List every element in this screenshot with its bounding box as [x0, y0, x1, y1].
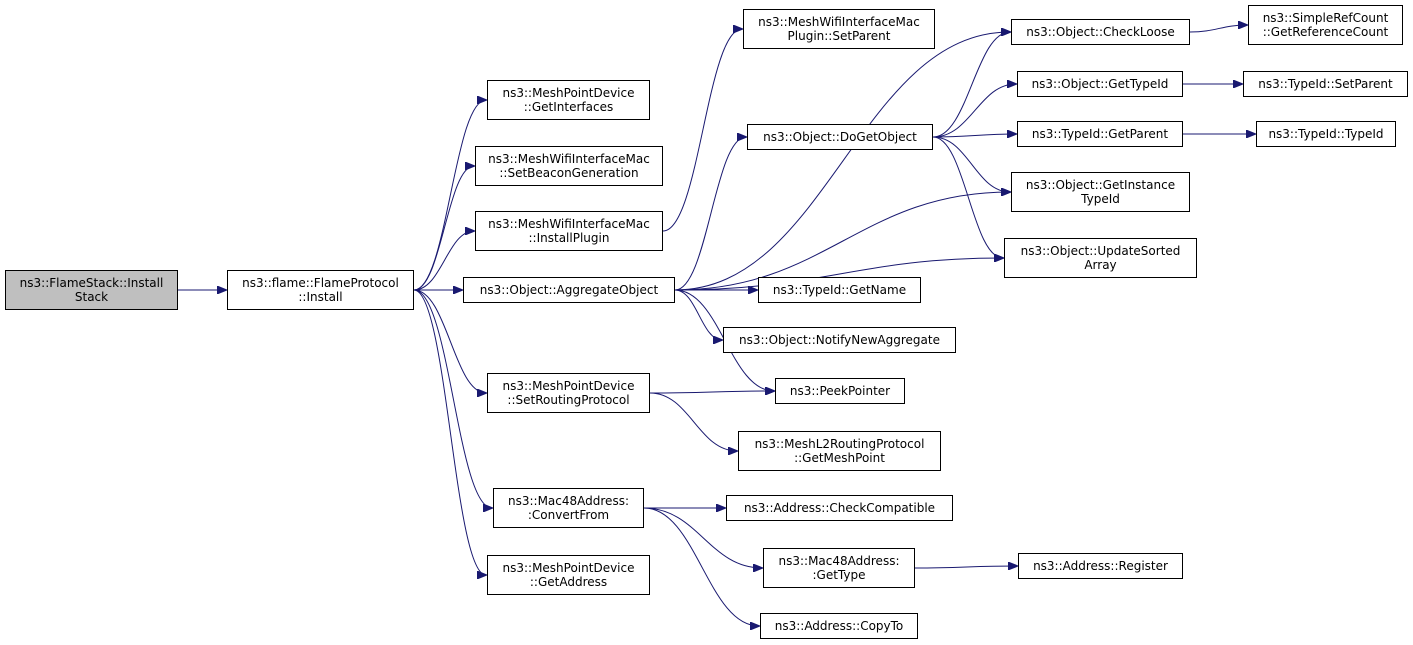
node-label-line: ns3::PeekPointer	[789, 384, 891, 398]
node-label-line: ::InstallPlugin	[528, 231, 610, 245]
edge-installplugin-to-pluginsetparent	[662, 29, 742, 232]
node-label-line: ns3::Mac48Address:	[508, 494, 629, 508]
node-label-line: :ConvertFrom	[527, 508, 610, 522]
edge-setrouting-to-getmeshpoint	[649, 392, 737, 451]
node-label-line: ns3::MeshPointDevice	[502, 379, 635, 393]
node-getifaces[interactable]: ns3::MeshPointDevice::GetInterfaces	[487, 80, 650, 120]
edge-dogetobject-to-getparent	[932, 134, 1016, 137]
node-label-line: ns3::MeshPointDevice	[502, 561, 635, 575]
node-getrefcount[interactable]: ns3::SimpleRefCount::GetReferenceCount	[1248, 5, 1403, 45]
edge-convertfrom-to-gettype	[643, 507, 762, 568]
node-label-line: ns3::Object::GetTypeId	[1031, 77, 1169, 91]
node-checkcompat[interactable]: ns3::Address::CheckCompatible	[726, 495, 953, 521]
node-label-line: Plugin::SetParent	[787, 29, 891, 43]
node-typeidsetparent[interactable]: ns3::TypeId::SetParent	[1243, 71, 1408, 97]
node-label-line: ns3::TypeId::SetParent	[1258, 77, 1393, 91]
node-label-line: TypeId	[1081, 192, 1120, 206]
node-label-line: ns3::Mac48Address:	[778, 554, 900, 568]
node-label-line: ::GetReferenceCount	[1262, 25, 1389, 39]
node-label-line: ::GetAddress	[529, 575, 608, 589]
node-checkloose[interactable]: ns3::Object::CheckLoose	[1011, 19, 1190, 45]
node-getmeshpoint[interactable]: ns3::MeshL2RoutingProtocol::GetMeshPoint	[738, 431, 941, 471]
node-label-line: Array	[1084, 258, 1117, 272]
node-label-line: ::SetBeaconGeneration	[499, 166, 639, 180]
node-label-line: ::Install	[298, 290, 343, 304]
edge-checkloose-to-getrefcount	[1189, 25, 1247, 33]
edge-dogetobject-to-checkloose	[932, 32, 1010, 138]
node-getaddress[interactable]: ns3::MeshPointDevice::GetAddress	[487, 555, 650, 595]
node-typeid[interactable]: ns3::TypeId::TypeId	[1256, 121, 1396, 147]
node-label-line: ns3::Address::CheckCompatible	[743, 501, 936, 515]
node-label-line: ns3::Object::GetInstance	[1025, 178, 1176, 192]
node-label-line: ns3::Object::DoGetObject	[763, 130, 917, 144]
edge-convertfrom-to-copyto	[643, 507, 759, 626]
node-getparent[interactable]: ns3::TypeId::GetParent	[1017, 121, 1183, 147]
node-copyto[interactable]: ns3::Address::CopyTo	[760, 613, 918, 639]
node-label-line: ns3::MeshPointDevice	[502, 86, 635, 100]
node-setbeacon[interactable]: ns3::MeshWifiInterfaceMac::SetBeaconGene…	[475, 146, 663, 186]
node-install[interactable]: ns3::flame::FlameProtocol::Install	[227, 270, 414, 310]
edge-install-to-getaddress	[413, 289, 486, 575]
node-label-line: ns3::Object::CheckLoose	[1026, 25, 1175, 39]
edge-aggregate-to-updatesorted	[674, 258, 1003, 291]
node-peekpointer[interactable]: ns3::PeekPointer	[775, 378, 905, 404]
edge-install-to-convertfrom	[413, 289, 492, 508]
node-gettypeid[interactable]: ns3::Object::GetTypeId	[1017, 71, 1183, 97]
node-dogetobject[interactable]: ns3::Object::DoGetObject	[747, 124, 933, 150]
node-label-line: ::SetRoutingProtocol	[507, 393, 630, 407]
node-label-line: ns3::Object::AggregateObject	[479, 283, 659, 297]
edge-dogetobject-to-gettypeid	[932, 84, 1016, 138]
node-label-line: ns3::TypeId::GetName	[772, 283, 907, 297]
node-label-line: ::GetMeshPoint	[794, 451, 885, 465]
node-label-line: ns3::MeshWifiInterfaceMac	[758, 15, 920, 29]
node-label-line: ns3::FlameStack::Install	[19, 276, 164, 290]
node-label-line: ns3::TypeId::TypeId	[1268, 127, 1384, 141]
edge-install-to-installplugin	[413, 231, 474, 291]
edge-gettype-to-register	[914, 566, 1017, 568]
node-gettype[interactable]: ns3::Mac48Address::GetType	[763, 548, 915, 588]
edge-dogetobject-to-getinstancetypeid	[932, 136, 1010, 192]
node-label-line: ns3::SimpleRefCount	[1262, 11, 1389, 25]
node-label-line: ns3::Object::UpdateSorted	[1020, 244, 1181, 258]
node-label-line: ns3::Object::NotifyNewAggregate	[739, 333, 940, 347]
node-label-line: ns3::TypeId::GetParent	[1031, 127, 1169, 141]
node-label-line: ns3::flame::FlameProtocol	[242, 276, 399, 290]
edge-install-to-setrouting	[413, 289, 486, 393]
node-label-line: ns3::Address::CopyTo	[774, 619, 904, 633]
edge-install-to-setbeacon	[413, 166, 474, 291]
node-aggregate[interactable]: ns3::Object::AggregateObject	[463, 277, 675, 303]
node-label-line: ns3::MeshWifiInterfaceMac	[488, 152, 650, 166]
edge-aggregate-to-checkloose	[674, 32, 1010, 291]
node-label-line: ns3::MeshWifiInterfaceMac	[488, 217, 650, 231]
node-label-line: :GetType	[812, 568, 866, 582]
edge-aggregate-to-dogetobject	[674, 137, 746, 291]
node-notifynew[interactable]: ns3::Object::NotifyNewAggregate	[723, 327, 956, 353]
node-convertfrom[interactable]: ns3::Mac48Address::ConvertFrom	[493, 488, 644, 528]
node-register[interactable]: ns3::Address::Register	[1018, 553, 1183, 579]
node-label-line: Stack	[74, 290, 109, 304]
node-getname[interactable]: ns3::TypeId::GetName	[758, 277, 921, 303]
edge-aggregate-to-notifynew	[674, 289, 722, 340]
node-label-line: ::GetInterfaces	[523, 100, 614, 114]
node-label-line: ns3::Address::Register	[1033, 559, 1168, 573]
edge-aggregate-to-getinstancetypeid	[674, 192, 1010, 291]
edge-install-to-getifaces	[413, 100, 486, 291]
node-setrouting[interactable]: ns3::MeshPointDevice::SetRoutingProtocol	[487, 373, 650, 413]
node-label-line: ns3::MeshL2RoutingProtocol	[754, 437, 925, 451]
node-installplugin[interactable]: ns3::MeshWifiInterfaceMac::InstallPlugin	[475, 211, 663, 251]
edge-setrouting-to-peekpointer	[649, 391, 774, 393]
edge-dogetobject-to-updatesorted	[932, 136, 1003, 258]
